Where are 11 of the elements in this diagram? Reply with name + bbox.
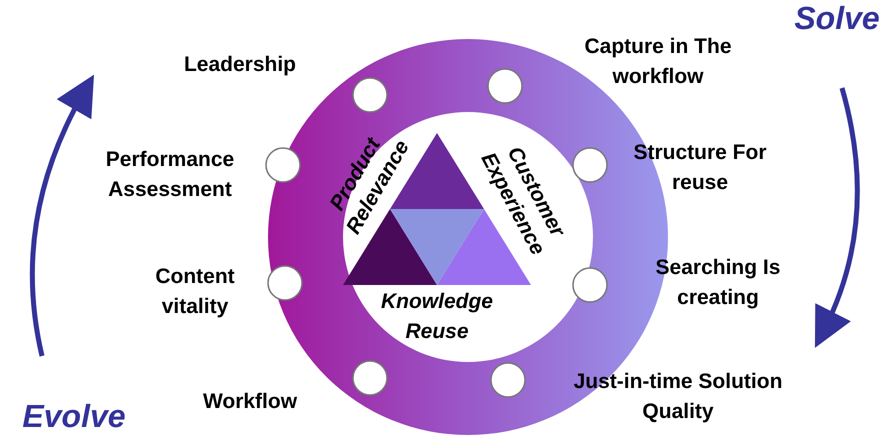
- ring-label: Performance Assessment: [104, 147, 236, 203]
- ring-label: Just-in-time Solution Quality: [572, 369, 784, 425]
- stage-label: Evolve: [21, 398, 127, 434]
- stage-label: Solve: [793, 0, 881, 36]
- ring-label: Searching Is creating: [654, 255, 782, 311]
- triangle-label: Knowledge Reuse: [380, 289, 494, 345]
- ring-label: Capture in The workflow: [583, 34, 732, 90]
- ring-label: Workflow: [202, 389, 298, 415]
- ring-label: Structure For reuse: [632, 140, 768, 196]
- ring-label: Content vitality: [154, 264, 236, 320]
- ring-label: Leadership: [182, 52, 298, 78]
